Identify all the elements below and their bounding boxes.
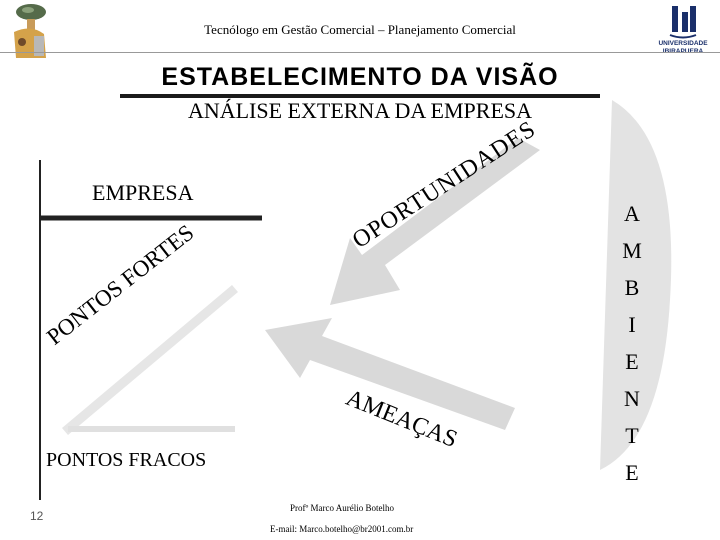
ambiente-letter: E	[612, 454, 652, 491]
ambiente-letter: I	[612, 306, 652, 343]
pontos-fracos-arrow	[68, 426, 235, 432]
slide-number: 12	[30, 509, 43, 523]
oportunidades-arrow	[330, 138, 540, 305]
footer-professor: Profº Marco Aurélio Botelho	[290, 503, 394, 513]
ambiente-letter: B	[612, 269, 652, 306]
ambiente-letter: E	[612, 343, 652, 380]
footer-email: E-mail: Marco.botelho@br2001.com.br	[270, 524, 413, 534]
ambiente-letter: A	[612, 195, 652, 232]
pontos-fracos-label: PONTOS FRACOS	[46, 449, 206, 472]
empresa-label: EMPRESA	[92, 180, 193, 206]
ambiente-letter: N	[612, 380, 652, 417]
ambiente-letter: T	[612, 417, 652, 454]
ambiente-letter: M	[612, 232, 652, 269]
